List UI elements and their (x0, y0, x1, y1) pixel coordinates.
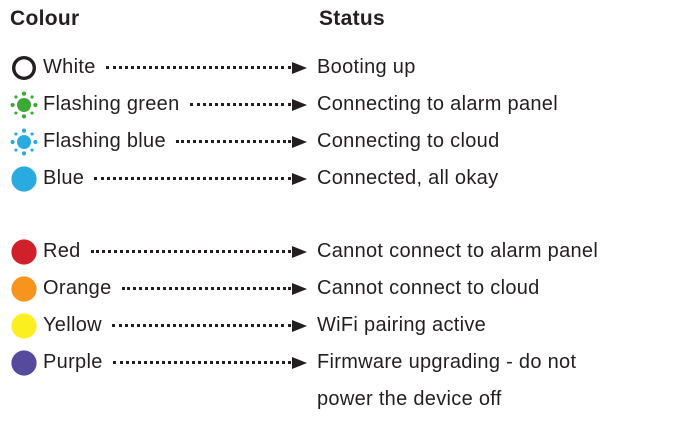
colour-label: Flashing blue (43, 130, 166, 152)
status-text: Cannot connect to cloud (317, 277, 540, 299)
dotted-arrow-line (111, 324, 291, 327)
arrowhead-icon (292, 282, 307, 295)
arrowhead-icon (292, 172, 307, 185)
arrowhead-icon (292, 98, 307, 111)
dotted-arrow-line (94, 177, 291, 180)
colour-cell: Yellow (8, 307, 310, 344)
colour-cell: White (8, 49, 310, 86)
colour-cell: Flashing blue (8, 123, 310, 160)
legend-header: Colour Status (8, 6, 688, 32)
status-text: Cannot connect to alarm panel (317, 240, 599, 262)
led-icon-box (8, 349, 40, 377)
colour-cell: Flashing green (8, 86, 310, 123)
colour-cell: Red (8, 233, 310, 270)
colour-cell: Purple (8, 344, 310, 381)
led-icon-box (8, 54, 40, 82)
dotted-arrow-line (105, 66, 291, 69)
led-icon-box (8, 238, 40, 266)
legend-row-purple: Purple Firmware upgrading - do not power … (8, 344, 688, 418)
legend-row-red: Red Cannot connect to alarm panel (8, 233, 688, 270)
orange-led-icon (11, 275, 37, 302)
colour-label: Blue (43, 167, 85, 189)
status-text: Connecting to alarm panel (317, 93, 558, 115)
dotted-arrow-line (189, 103, 291, 106)
section-gap (8, 197, 688, 233)
colour-label: Yellow (43, 314, 102, 336)
arrowhead-icon (292, 356, 307, 369)
blue-led-icon (11, 165, 37, 192)
status-text: Booting up (317, 56, 416, 78)
arrowhead-icon (292, 61, 307, 74)
white-led-icon (11, 55, 37, 80)
legend-row-flashing-green: Flashing green Connecting to alarm panel (8, 86, 688, 123)
led-icon-box (8, 165, 40, 193)
dotted-arrow-line (121, 287, 291, 290)
arrowhead-icon (292, 319, 307, 332)
purple-led-icon (11, 349, 37, 376)
colour-label: Flashing green (43, 93, 180, 115)
status-text: Connected, all okay (317, 167, 499, 189)
colour-cell: Orange (8, 270, 310, 307)
legend-row-white: White Booting up (8, 49, 688, 86)
colour-label: Red (43, 240, 81, 262)
red-led-icon (11, 238, 37, 265)
legend-row-yellow: Yellow WiFi pairing active (8, 307, 688, 344)
dotted-arrow-line (175, 140, 291, 143)
legend-row-flashing-blue: Flashing blue Connecting to cloud (8, 123, 688, 160)
flashing-blue-led-icon (10, 128, 38, 155)
legend-row-orange: Orange Cannot connect to cloud (8, 270, 688, 307)
arrowhead-icon (292, 245, 307, 258)
led-icon-box (8, 312, 40, 340)
colour-column-header: Colour (10, 7, 80, 30)
colour-label: Orange (43, 277, 112, 299)
status-column-header: Status (319, 7, 385, 30)
arrowhead-icon (292, 135, 307, 148)
colour-cell: Blue (8, 160, 310, 197)
colour-label: White (43, 56, 96, 78)
status-text: Connecting to cloud (317, 130, 500, 152)
yellow-led-icon (11, 312, 37, 339)
dotted-arrow-line (112, 361, 291, 364)
status-text: WiFi pairing active (317, 314, 487, 336)
led-icon-box (8, 128, 40, 156)
dotted-arrow-line (90, 250, 291, 253)
flashing-green-led-icon (10, 91, 38, 118)
led-icon-box (8, 91, 40, 119)
legend-row-blue: Blue Connected, all okay (8, 160, 688, 197)
led-icon-box (8, 275, 40, 303)
colour-label: Purple (43, 351, 103, 373)
status-text: Firmware upgrading - do not power the de… (317, 351, 577, 410)
